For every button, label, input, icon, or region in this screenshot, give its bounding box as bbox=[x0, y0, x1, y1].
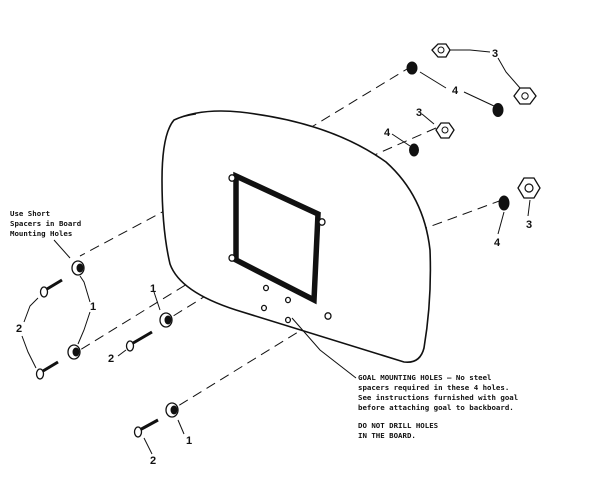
nut-top bbox=[431, 43, 451, 58]
nut-mid bbox=[435, 122, 455, 139]
goal-mounting-hole bbox=[284, 296, 292, 304]
goal-mounting-note: GOAL MOUNTING HOLES — No steel spacers r… bbox=[358, 373, 518, 412]
nut-right bbox=[517, 177, 541, 199]
backboard-outline bbox=[161, 110, 432, 364]
label-nut-mid: 3 bbox=[416, 107, 422, 119]
label-bolt-mid: 2 bbox=[108, 353, 114, 365]
short-spacer-note-line: Spacers in Board bbox=[10, 219, 81, 228]
spacer-upper-left bbox=[71, 260, 85, 276]
drill-note-line: DO NOT DRILL HOLES bbox=[358, 421, 438, 430]
spacer-bottom bbox=[165, 402, 179, 418]
mounting-hole bbox=[228, 254, 236, 262]
goal-mounting-hole bbox=[260, 304, 268, 312]
label-spacer-bottom: 1 bbox=[186, 435, 192, 447]
leader-lines bbox=[21, 49, 531, 455]
washer-right bbox=[498, 195, 510, 211]
goal-mounting-hole bbox=[262, 284, 270, 292]
label-bolt-bottom: 2 bbox=[150, 455, 156, 467]
mounting-hole bbox=[324, 312, 332, 320]
goal-mounting-hole bbox=[284, 316, 292, 324]
backboard bbox=[161, 110, 432, 364]
spacer-lower-left bbox=[67, 344, 81, 360]
label-spacer-mid: 1 bbox=[150, 283, 156, 295]
mounting-hole bbox=[228, 174, 236, 182]
backboard-edge bbox=[173, 113, 197, 121]
goal-note-line: GOAL MOUNTING HOLES — No steel bbox=[358, 373, 492, 382]
spacer-mid bbox=[159, 312, 173, 328]
label-spacer-left: 1 bbox=[90, 301, 96, 313]
short-spacer-note-line: Use Short bbox=[10, 209, 50, 218]
washer-upper-right bbox=[492, 103, 504, 117]
label-washer-right: 4 bbox=[494, 237, 501, 249]
part-number-labels: 3 4 3 4 3 4 1 2 1 2 1 2 bbox=[16, 48, 532, 467]
nut-upper-right bbox=[513, 87, 537, 105]
label-washer-mid: 4 bbox=[384, 127, 391, 139]
goal-note-line: spacers required in these 4 holes. bbox=[358, 383, 509, 392]
short-spacer-note: Use Short Spacers in Board Mounting Hole… bbox=[10, 209, 81, 238]
washer-top bbox=[406, 61, 418, 75]
label-bolt-left: 2 bbox=[16, 323, 22, 335]
bolt-lower-left bbox=[35, 360, 59, 380]
goal-note-line: See instructions furnished with goal bbox=[358, 393, 518, 402]
bolt-upper-left bbox=[39, 278, 63, 298]
drill-note-line: IN THE BOARD. bbox=[358, 431, 416, 440]
goal-note-line: before attaching goal to backboard. bbox=[358, 403, 514, 412]
bolt-bottom bbox=[133, 418, 159, 438]
label-nut-top: 3 bbox=[492, 48, 498, 60]
short-spacer-note-line: Mounting Holes bbox=[10, 229, 72, 238]
bolt-mid bbox=[125, 330, 153, 352]
mounting-hole bbox=[318, 218, 326, 226]
drill-warning-note: DO NOT DRILL HOLES IN THE BOARD. bbox=[358, 421, 438, 440]
label-nut-right: 3 bbox=[526, 219, 532, 231]
washer-mid bbox=[409, 143, 419, 157]
target-square bbox=[233, 171, 321, 305]
label-washer-top: 4 bbox=[452, 85, 459, 97]
